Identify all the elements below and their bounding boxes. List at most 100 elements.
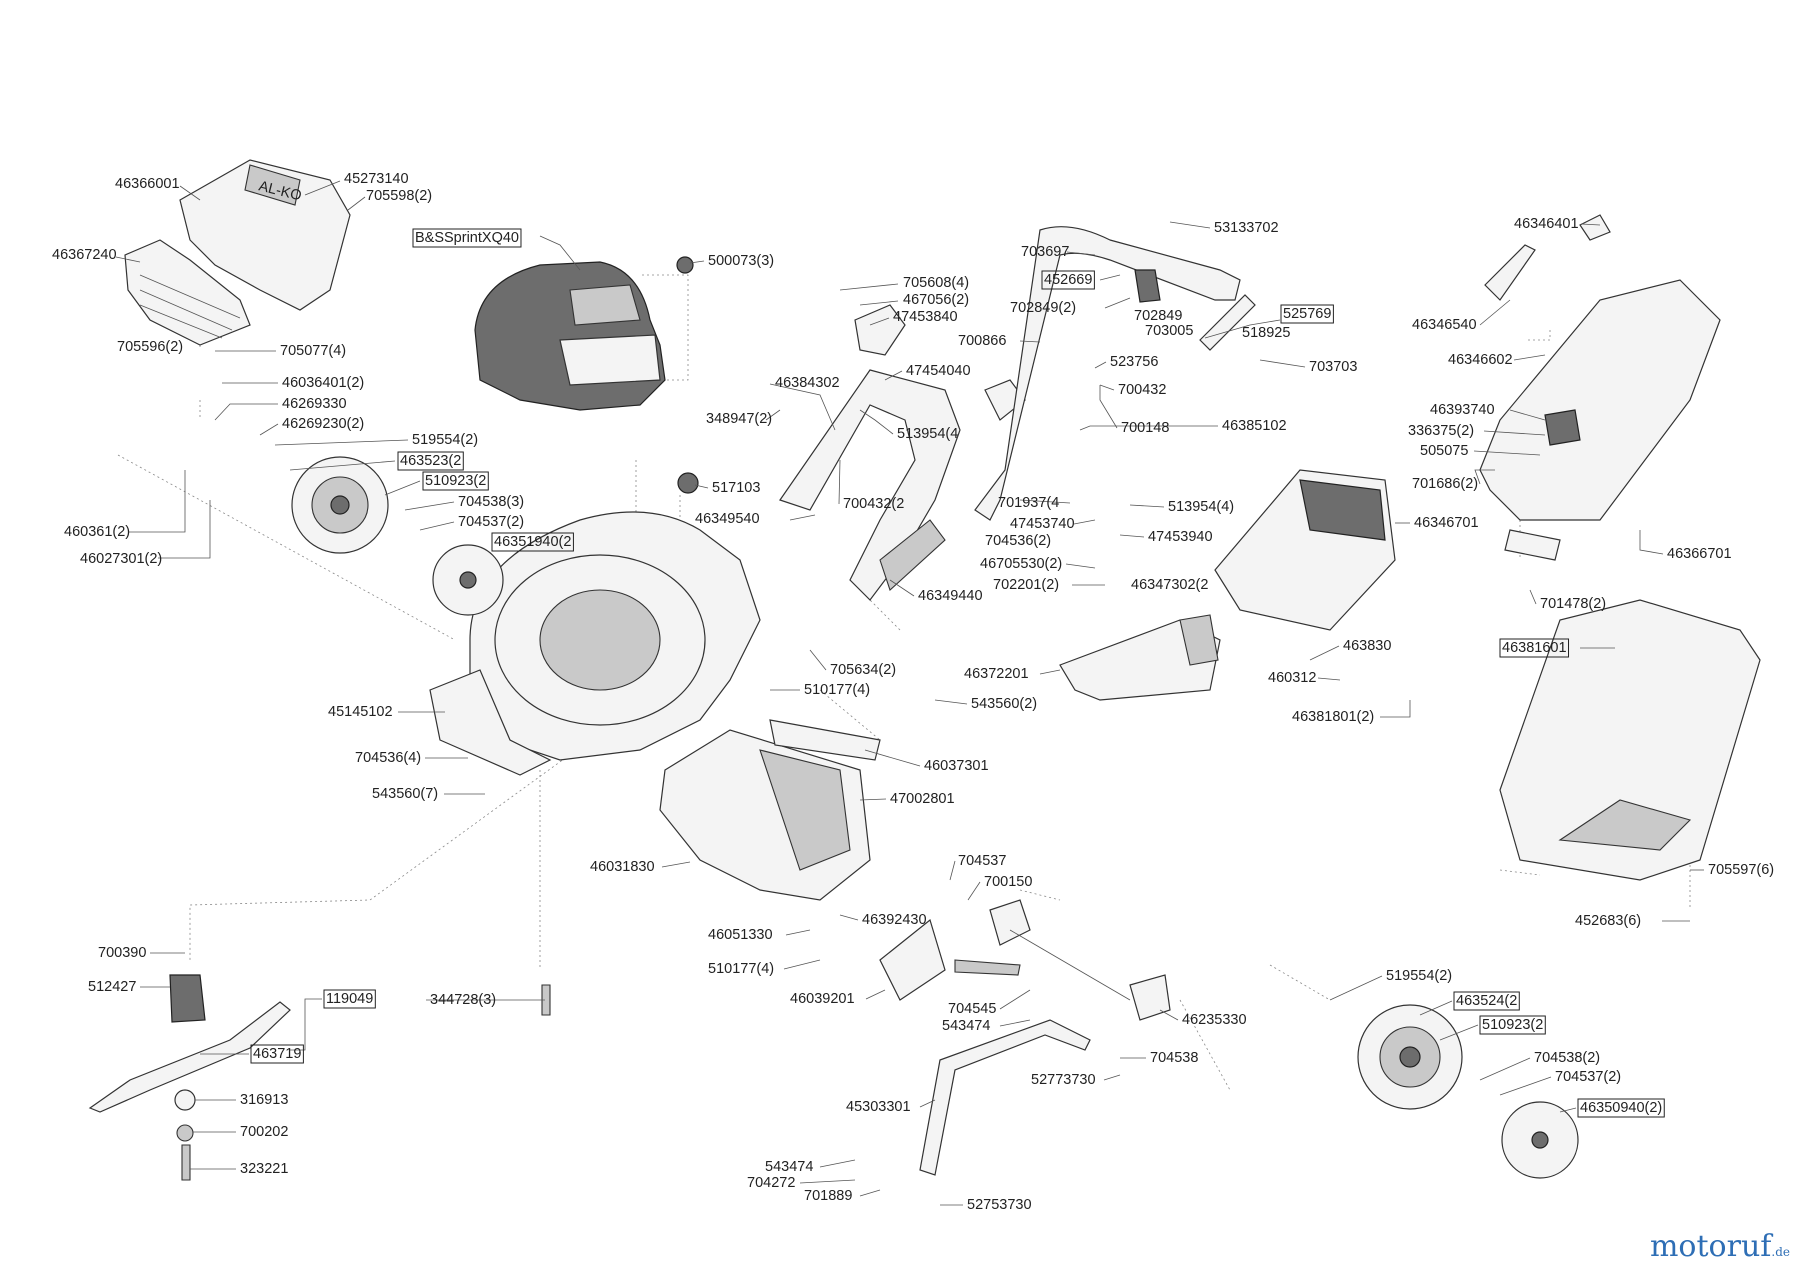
part-label-box-46381601 <box>1499 638 1570 658</box>
part-label-46346540: 46346540 <box>1412 317 1477 333</box>
part-label-705598: 705598(2) <box>366 188 432 204</box>
part-label-543474b: 543474 <box>765 1159 813 1175</box>
part-label-46366001: 46366001 <box>115 176 180 192</box>
part-label-704537b: 704537 <box>958 853 1006 869</box>
parts-drawing: AL-KO <box>88 159 1761 1181</box>
part-label-704545: 704545 <box>948 1001 996 1017</box>
part-label-463719: 463719 <box>253 1046 301 1062</box>
part-label-701937: 701937(4 <box>998 495 1059 511</box>
part-label-512427: 512427 <box>88 979 136 995</box>
part-label-box-46351940 <box>491 532 574 552</box>
part-label-467056: 467056(2) <box>903 292 969 308</box>
part-label-46346401: 46346401 <box>1514 216 1579 232</box>
part-label-505075: 505075 <box>1420 443 1468 459</box>
part-label-523756: 523756 <box>1110 354 1158 370</box>
part-label-700432a: 700432(2 <box>843 496 904 512</box>
part-label-704538c: 704538(2) <box>1534 1050 1600 1066</box>
part-label-316913: 316913 <box>240 1092 288 1108</box>
part-label-463523: 463523(2 <box>400 453 461 469</box>
part-label-47002801: 47002801 <box>890 791 955 807</box>
part-label-348947: 348947(2) <box>706 411 772 427</box>
part-label-box-46350940 <box>1577 1098 1665 1118</box>
part-label-510177a: 510177(4) <box>804 682 870 698</box>
leader-lines <box>115 180 1704 1206</box>
part-label-46235330: 46235330 <box>1182 1012 1247 1028</box>
part-label-46385102: 46385102 <box>1222 418 1287 434</box>
part-label-box-463719 <box>250 1044 304 1064</box>
part-label-517103: 517103 <box>712 480 760 496</box>
part-label-702849b: 702849 <box>1134 308 1182 324</box>
part-label-704536b: 704536(4) <box>355 750 421 766</box>
part-label-119049: 119049 <box>326 991 373 1007</box>
watermark-tld: .de <box>1771 1245 1790 1259</box>
part-label-705634: 705634(2) <box>830 662 896 678</box>
part-label-46393740: 46393740 <box>1430 402 1495 418</box>
part-label-46027301: 46027301(2) <box>80 551 162 567</box>
part-label-518925: 518925 <box>1242 325 1290 341</box>
part-label-46705530: 46705530(2) <box>980 556 1062 572</box>
part-label-705597: 705597(6) <box>1708 862 1774 878</box>
part-label-box-452669 <box>1041 270 1095 290</box>
part-label-box-510923b <box>1479 1015 1546 1035</box>
part-label-700148: 700148 <box>1121 420 1169 436</box>
part-label-46384302: 46384302 <box>775 375 840 391</box>
part-label-344728: 344728(3) <box>430 992 496 1008</box>
lower-handle <box>779 369 961 601</box>
part-label-513954b: 513954(4) <box>1168 499 1234 515</box>
part-label-45145102: 45145102 <box>328 704 393 720</box>
part-label-box-bs <box>412 228 522 248</box>
part-label-46351940: 46351940(2 <box>494 534 571 550</box>
part-label-700866: 700866 <box>958 333 1006 349</box>
part-label-47453940: 47453940 <box>1148 529 1213 545</box>
part-label-703005: 703005 <box>1145 323 1193 339</box>
part-label-543474a: 543474 <box>942 1018 990 1034</box>
part-label-46381601: 46381601 <box>1502 640 1567 656</box>
part-label-323221: 323221 <box>240 1161 288 1177</box>
part-label-513954a: 513954(4 <box>897 426 958 442</box>
part-label-704537c: 704537(2) <box>1555 1069 1621 1085</box>
part-label-704538a: 704538(3) <box>458 494 524 510</box>
part-label-705077: 705077(4) <box>280 343 346 359</box>
part-label-510923b: 510923(2 <box>1482 1017 1543 1033</box>
part-label-46381801: 46381801(2) <box>1292 709 1374 725</box>
front-cover-grille <box>124 239 251 346</box>
part-label-452669: 452669 <box>1044 272 1092 288</box>
part-label-463524: 463524(2 <box>1456 993 1517 1009</box>
drive-lever <box>919 1019 1091 1176</box>
part-label-704272: 704272 <box>747 1175 795 1191</box>
part-label-336375: 336375(2) <box>1408 423 1474 439</box>
watermark: motoruf.de <box>1650 1229 1790 1264</box>
part-label-700390: 700390 <box>98 945 146 961</box>
part-label-46372201: 46372201 <box>964 666 1029 682</box>
front-cover-upper <box>179 159 351 311</box>
part-label-52773730: 52773730 <box>1031 1072 1096 1088</box>
part-label-452683: 452683(6) <box>1575 913 1641 929</box>
part-label-705596: 705596(2) <box>117 339 183 355</box>
part-label-701686: 701686(2) <box>1412 476 1478 492</box>
part-label-46349440: 46349440 <box>918 588 983 604</box>
part-label-46366701: 46366701 <box>1667 546 1732 562</box>
part-label-box-510923a <box>422 471 489 491</box>
part-label-510923a: 510923(2 <box>425 473 486 489</box>
part-label-463830: 463830 <box>1343 638 1391 654</box>
part-label-46031830: 46031830 <box>590 859 655 875</box>
part-label-543560a: 543560(2) <box>971 696 1037 712</box>
part-label-510177b: 510177(4) <box>708 961 774 977</box>
upper-handle <box>974 226 1241 521</box>
part-label-701889: 701889 <box>804 1188 852 1204</box>
part-label-46051330: 46051330 <box>708 927 773 943</box>
grassbag-frame <box>1479 279 1721 521</box>
part-label-47453740: 47453740 <box>1010 516 1075 532</box>
part-label-500073: 500073(3) <box>708 253 774 269</box>
part-label-519554b: 519554(2) <box>1386 968 1452 984</box>
part-label-box-525769 <box>1280 304 1334 324</box>
part-label-53133702: 53133702 <box>1214 220 1279 236</box>
part-label-46037301: 46037301 <box>924 758 989 774</box>
part-label-700432b: 700432 <box>1118 382 1166 398</box>
part-label-bs: B&SSprintXQ40 <box>415 230 519 246</box>
part-label-box-463524 <box>1453 991 1520 1011</box>
part-label-460312: 460312 <box>1268 670 1316 686</box>
part-label-46347302: 46347302(2 <box>1131 577 1208 593</box>
part-label-700202: 700202 <box>240 1124 288 1140</box>
